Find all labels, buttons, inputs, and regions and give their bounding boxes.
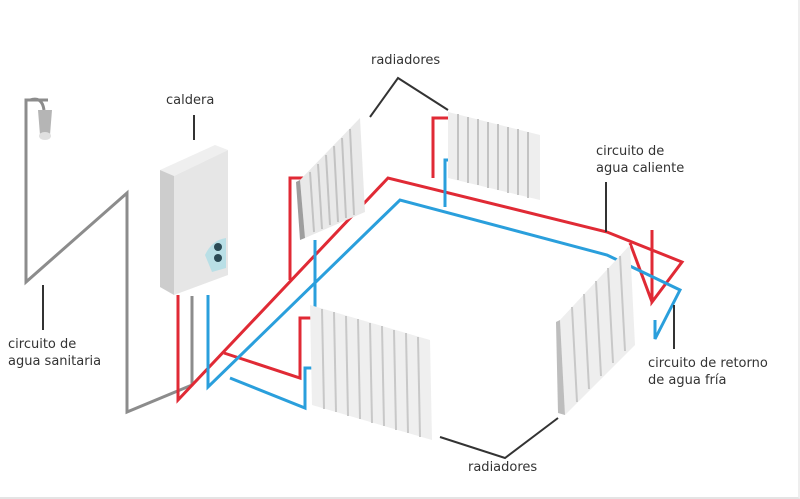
label-circuito-caliente: circuito de agua caliente	[596, 143, 684, 177]
radiator-top-left	[296, 118, 365, 240]
label-sanitaria-line1: circuito de	[8, 337, 77, 352]
label-radiadores-top: radiadores	[371, 53, 441, 68]
label-radiadores-bottom: radiadores	[468, 460, 538, 475]
radiator-bottom-right	[556, 245, 635, 415]
shower-head-icon	[29, 97, 52, 140]
boiler-caldera	[160, 145, 228, 295]
label-retorno-line1: circuito de retorno	[648, 356, 768, 371]
cold-water-return-circuit	[206, 158, 683, 411]
radiator-bottom-left	[310, 305, 432, 440]
leader-lines	[42, 76, 675, 460]
radiator-top-right	[448, 112, 540, 200]
label-caliente-line2: agua caliente	[596, 161, 685, 176]
label-circuito-sanitaria: circuito de agua sanitaria	[8, 336, 101, 370]
label-retorno-line2: de agua fría	[648, 373, 727, 388]
label-circuito-retorno: circuito de retorno de agua fría	[648, 355, 768, 389]
label-sanitaria-line2: agua sanitaria	[8, 354, 102, 369]
label-caliente-line1: circuito de	[596, 144, 665, 159]
label-caldera: caldera	[166, 93, 215, 108]
